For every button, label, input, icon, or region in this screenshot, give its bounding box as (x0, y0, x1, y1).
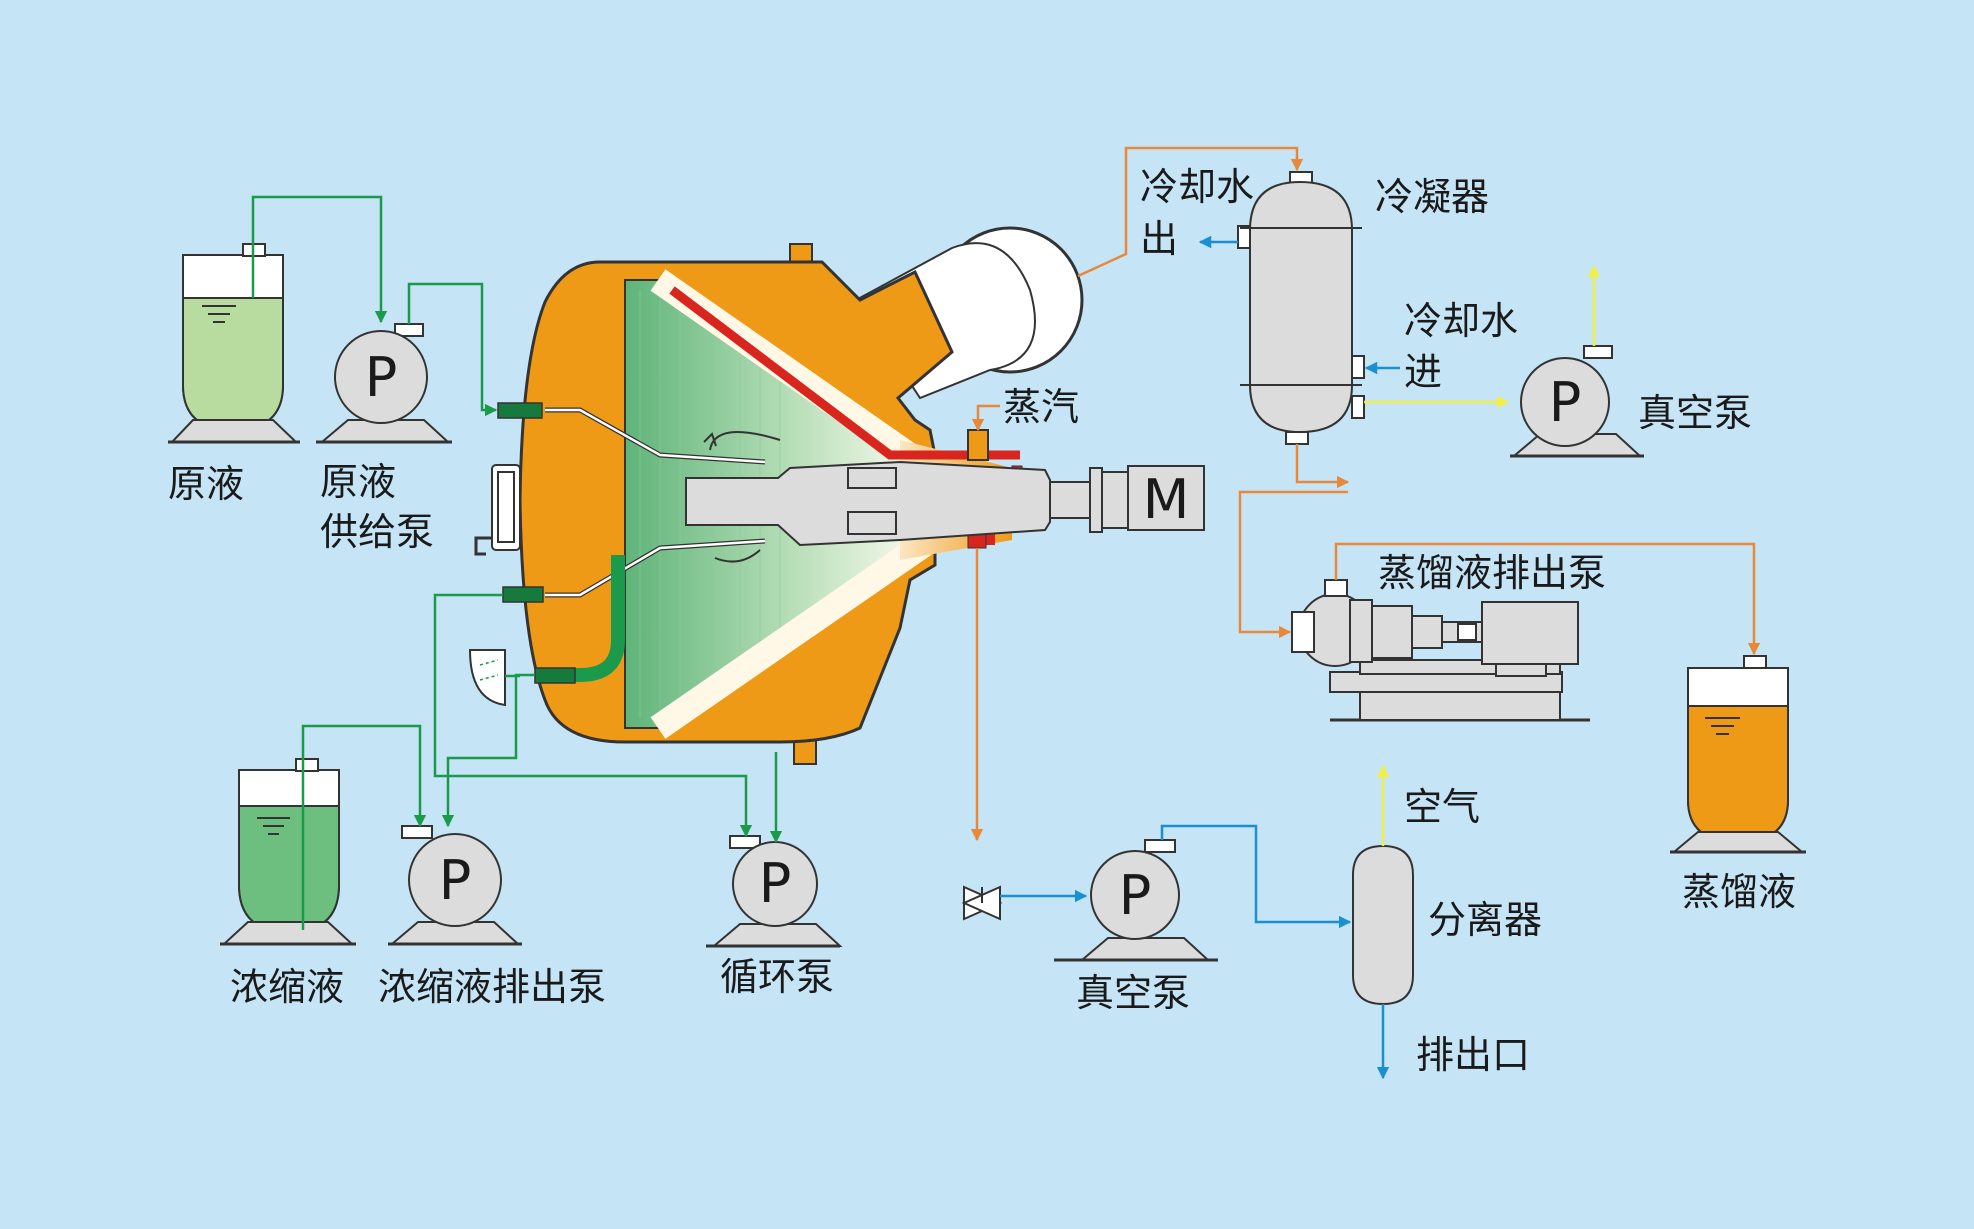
vacuum-exhaust-line (1160, 824, 1352, 929)
label-drain: 排出口 (1416, 1033, 1530, 1077)
scoop-line (441, 673, 535, 828)
distillate-discharge-line (1334, 542, 1761, 656)
condensate-to-pump-line (1295, 444, 1350, 489)
distillate-tank (1670, 655, 1806, 854)
label-feed-tank: 原液 (168, 462, 244, 506)
circulation-pump-symbol: P (759, 852, 792, 915)
label-cooling-water-out-1: 冷却水 (1140, 165, 1254, 209)
label-steam: 蒸汽 (1003, 385, 1079, 429)
feed-tank (168, 243, 300, 444)
vacuum-pump-top: P (1510, 345, 1644, 458)
label-circulation-pump: 循环泵 (720, 955, 834, 999)
concentrate-pump: P (388, 825, 522, 946)
centrifugal-evaporator (468, 226, 1084, 765)
label-concentrate-pump: 浓缩液排出泵 (378, 965, 606, 1009)
vacuum-pump-top-symbol: P (1549, 371, 1582, 434)
condensate-drop-line (1238, 490, 1348, 639)
circulation-pump: P (706, 835, 843, 948)
label-distillate-tank: 蒸馏液 (1682, 870, 1796, 914)
label-separator: 分离器 (1428, 898, 1542, 942)
label-air: 空气 (1404, 785, 1480, 829)
vacuum-pump-bottom: P (1054, 839, 1218, 962)
label-vacuum-pump-bottom: 真空泵 (1076, 971, 1190, 1015)
separator (1352, 844, 1414, 1006)
feed-pump: P (316, 323, 452, 444)
motor: M (1049, 465, 1205, 533)
label-cooling-water-in-2: 进 (1404, 350, 1442, 394)
vacuum-valve (961, 885, 1003, 921)
label-distillate-pump: 蒸馏液排出泵 (1378, 551, 1606, 595)
distillate-pump (1291, 579, 1590, 722)
label-feed-pump-1: 原液 (320, 460, 396, 504)
feed-pump-symbol: P (365, 346, 398, 409)
label-condenser: 冷凝器 (1375, 175, 1489, 219)
steam-inlet-line (971, 404, 1000, 432)
condenser (1237, 171, 1365, 445)
vacuum-pump-bottom-symbol: P (1119, 864, 1152, 927)
label-concentrate-tank: 浓缩液 (230, 965, 344, 1009)
concentrate-tank (220, 758, 356, 946)
concentrate-pump-symbol: P (439, 849, 472, 912)
label-cooling-water-in-1: 冷却水 (1404, 299, 1518, 343)
concentrate-line (301, 724, 427, 930)
motor-symbol: M (1143, 468, 1190, 531)
label-feed-pump-2: 供给泵 (320, 510, 434, 554)
withdraw-line (433, 593, 753, 838)
feed-suction-line (251, 195, 388, 324)
label-cooling-water-out-2: 出 (1140, 217, 1178, 261)
vapor-to-condenser-line (1077, 146, 1304, 278)
label-vacuum-pump-top: 真空泵 (1638, 391, 1752, 435)
feed-discharge-line (407, 282, 498, 417)
